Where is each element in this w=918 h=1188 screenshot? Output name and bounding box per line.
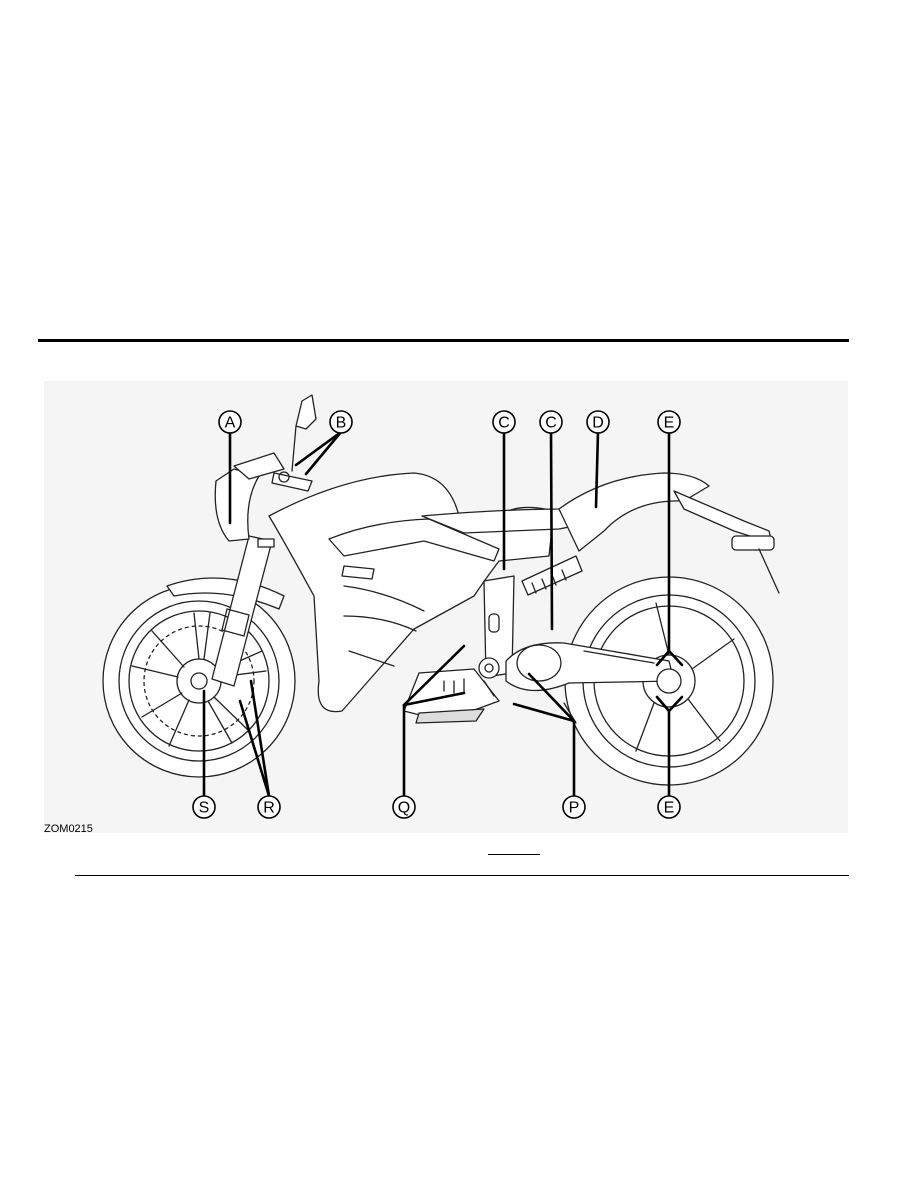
callout-q-label: Q	[398, 800, 410, 817]
figure-id: ZOM0215	[44, 823, 93, 835]
callout-a: A	[219, 411, 241, 433]
callout-e-top: E	[658, 411, 680, 433]
page-mark	[488, 854, 540, 855]
handlebar	[272, 395, 316, 491]
callout-p: P	[563, 796, 585, 818]
callout-c-first: C	[493, 411, 515, 433]
callout-e-bottom: E	[658, 796, 680, 818]
callout-c-second-label: C	[545, 415, 557, 432]
motorcycle-diagram: A B C C D E S R	[44, 381, 848, 833]
callout-c-second: C	[540, 411, 562, 433]
front-wheel	[103, 585, 295, 777]
header-rule	[38, 339, 849, 342]
callout-r-label: R	[263, 800, 275, 817]
motorcycle-drawing: A B C C D E S R	[44, 381, 848, 833]
callout-p-label: P	[569, 800, 580, 817]
callout-b: B	[330, 411, 352, 433]
callout-s-label: S	[199, 800, 210, 817]
callout-c-first-label: C	[498, 415, 510, 432]
callout-s: S	[193, 796, 215, 818]
callout-e-top-label: E	[664, 415, 675, 432]
callout-e-bottom-label: E	[664, 800, 675, 817]
callout-q: Q	[393, 796, 415, 818]
callout-r: R	[258, 796, 280, 818]
callout-d: D	[587, 411, 609, 433]
callout-b-label: B	[336, 415, 347, 432]
headlight-cowl	[215, 469, 259, 541]
callout-a-label: A	[225, 415, 236, 432]
footer-rule	[75, 875, 849, 876]
callout-d-label: D	[592, 415, 604, 432]
